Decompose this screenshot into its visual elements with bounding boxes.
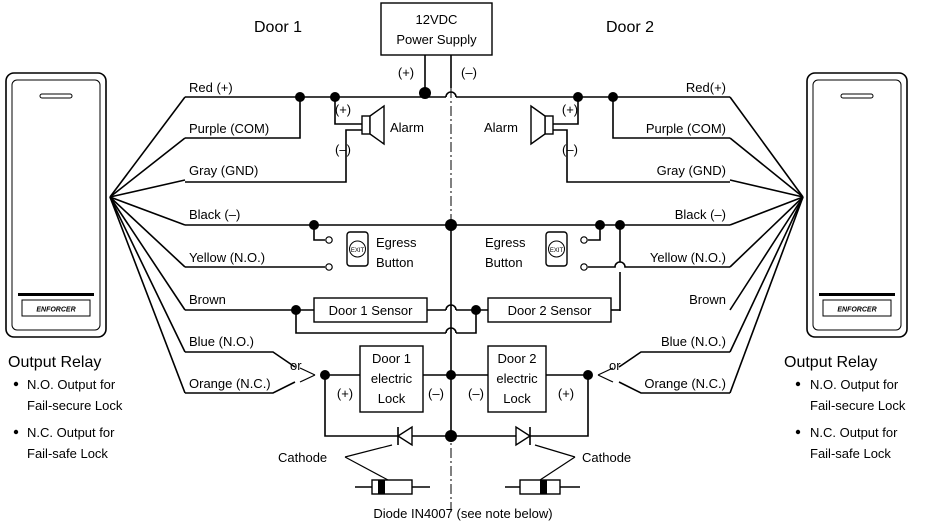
- door2-alarm-pos: (+): [562, 102, 578, 117]
- right-output-relay-title: Output Relay: [784, 354, 877, 371]
- lock-wiring: [324, 225, 589, 437]
- door2-sensor-label: Door 2 Sensor: [508, 303, 592, 318]
- left-wire-blue: Blue (N.O.): [189, 334, 254, 349]
- door2-lock-line2: electric: [496, 371, 538, 386]
- left-output-relay-title: Output Relay: [8, 354, 101, 371]
- door1-lock-neg: (–): [428, 386, 444, 401]
- door1-alarm-neg: (–): [335, 142, 351, 157]
- power-supply-line2: Power Supply: [396, 32, 477, 47]
- right-card-reader: ENFORCER: [806, 72, 908, 338]
- right-wire-yellow: Yellow (N.O.): [650, 250, 726, 265]
- door1-alarm-pos: (+): [335, 102, 351, 117]
- red-positive-bus: [185, 91, 730, 139]
- door1-sensor-label: Door 1 Sensor: [329, 303, 413, 318]
- left-relay-item-4: Fail-safe Lock: [27, 446, 108, 461]
- left-relay-item-2: Fail-secure Lock: [27, 398, 123, 413]
- right-relay-item-2: Fail-secure Lock: [810, 398, 906, 413]
- right-wire-black: Black (–): [675, 207, 726, 222]
- door2-lock-pos: (+): [558, 386, 574, 401]
- relay-wires: [185, 351, 730, 394]
- cathode-pointers: [344, 444, 576, 481]
- door2-lock-neg: (–): [468, 386, 484, 401]
- door2-alarm: (+) (–) Alarm: [484, 102, 730, 183]
- door1-lock-line3: Lock: [378, 391, 406, 406]
- door1-lock-pos: (+): [337, 386, 353, 401]
- left-reader-brand: ENFORCER: [36, 307, 75, 314]
- right-relay-item-1: N.O. Output for: [810, 377, 899, 392]
- door2-lock-box: [487, 345, 547, 413]
- door2-sensor-box: [487, 297, 612, 323]
- black-ground-bus: [185, 224, 730, 311]
- power-negative-label: (–): [461, 65, 477, 80]
- door1-lock-line2: electric: [371, 371, 413, 386]
- right-wire-orange: Orange (N.C.): [644, 376, 726, 391]
- door2-egress-label-1: Egress: [485, 235, 526, 250]
- left-wire-orange: Orange (N.C.): [189, 376, 271, 391]
- door2-relay-or: or: [609, 358, 621, 373]
- left-relay-item-3: N.C. Output for: [27, 425, 115, 440]
- left-wire-purple: Purple (COM): [189, 121, 269, 136]
- left-relay-item-1: N.O. Output for: [27, 377, 116, 392]
- right-wire-red: Red(+): [686, 80, 726, 95]
- door2-alarm-label: Alarm: [484, 120, 518, 135]
- right-wire-fan: [729, 96, 804, 394]
- door1-egress-label-2: Button: [376, 255, 414, 270]
- door2-cathode-label: Cathode: [582, 450, 631, 465]
- left-wire-fan: [109, 96, 186, 394]
- right-reader-brand: ENFORCER: [837, 307, 876, 314]
- right-wire-purple: Purple (COM): [646, 121, 726, 136]
- door1-lock-line1: Door 1: [372, 351, 411, 366]
- power-positive-label: (+): [398, 65, 414, 80]
- door2-lock-line3: Lock: [503, 391, 531, 406]
- door2-egress-label-2: Button: [485, 255, 523, 270]
- door2-exit-text: EXIT: [550, 248, 564, 254]
- door2-alarm-neg: (–): [562, 142, 578, 157]
- left-card-reader: ENFORCER: [5, 72, 107, 338]
- door1-exit-text: EXIT: [351, 248, 365, 254]
- power-supply-line1: 12VDC: [416, 12, 458, 27]
- diode-note: Diode IN4007 (see note below): [373, 506, 552, 521]
- right-relay-item-4: Fail-safe Lock: [810, 446, 891, 461]
- diode-component-left: [355, 479, 430, 495]
- left-wire-red: Red (+): [189, 80, 233, 95]
- left-output-relay-note: Output Relay N.O. Output for Fail-secure…: [8, 354, 123, 461]
- left-wire-gray: Gray (GND): [189, 163, 258, 178]
- door1-alarm: (+) (–) Alarm: [185, 102, 424, 183]
- door1-egress-label-1: Egress: [376, 235, 417, 250]
- door2-lock-line1: Door 2: [497, 351, 536, 366]
- right-wire-brown: Brown: [689, 292, 726, 307]
- door2-title: Door 2: [606, 19, 654, 36]
- right-relay-item-3: N.C. Output for: [810, 425, 898, 440]
- door2-egress-button: EXIT Egress Button: [485, 231, 588, 271]
- right-wire-gray: Gray (GND): [657, 163, 726, 178]
- door1-sensor-box: [313, 297, 428, 323]
- door-sensor-wires: [185, 304, 620, 334]
- right-wire-blue: Blue (N.O.): [661, 334, 726, 349]
- diode-component-right: [505, 479, 580, 495]
- door2-diode-symbol: [515, 425, 532, 447]
- door1-lock-box: [359, 345, 424, 413]
- right-output-relay-note: Output Relay N.O. Output for Fail-secure…: [784, 354, 906, 461]
- left-wire-black: Black (–): [189, 207, 240, 222]
- left-wire-yellow: Yellow (N.O.): [189, 250, 265, 265]
- door1-relay-or: or: [290, 358, 302, 373]
- left-wire-brown: Brown: [189, 292, 226, 307]
- door1-diode-symbol: [396, 425, 413, 447]
- door1-egress-button: EXIT Egress Button: [325, 231, 417, 271]
- power-supply: 12VDC Power Supply (+) (–): [380, 2, 493, 80]
- door1-title: Door 1: [254, 19, 302, 36]
- door1-alarm-label: Alarm: [390, 120, 424, 135]
- door1-cathode-label: Cathode: [278, 450, 327, 465]
